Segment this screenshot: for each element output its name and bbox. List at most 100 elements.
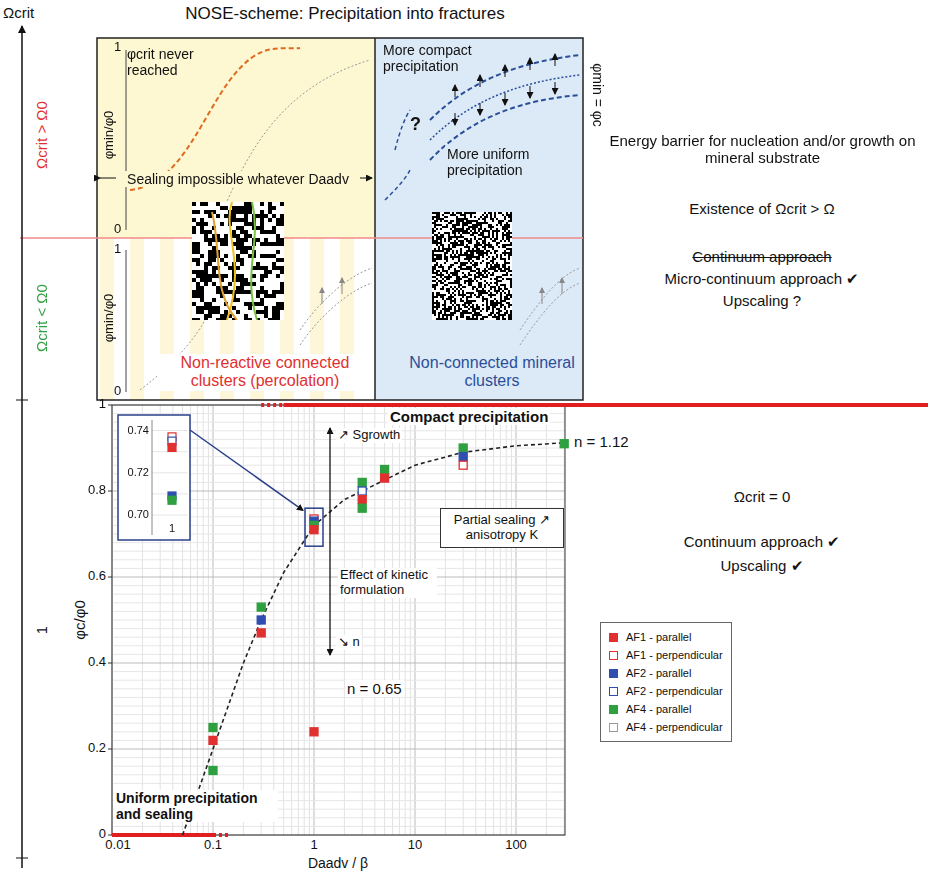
figure-stroke: [108, 405, 112, 406]
legend-row: AF1 - perpendicular: [609, 646, 723, 664]
inset-frame: [118, 415, 190, 540]
legend-text: AF4 - perpendicular: [626, 718, 723, 736]
panel-fill: [375, 38, 583, 238]
text-label: 0: [114, 384, 121, 399]
text-label: Upscaling ✔: [720, 557, 803, 574]
data-point: [168, 443, 176, 451]
legend-swatch: [609, 687, 618, 696]
figure-stroke: [112, 559, 565, 560]
figure-stroke: [530, 58, 531, 70]
legend-row: AF1 - parallel: [609, 628, 723, 646]
data-point: [459, 461, 467, 469]
figure-stroke: [108, 491, 112, 492]
tick-label: 1: [99, 397, 106, 412]
text-label: Uniform precipitation and sealing: [114, 790, 278, 822]
figure-stroke: [112, 654, 565, 655]
legend-text: AF2 - parallel: [626, 664, 691, 682]
tick-label: 0: [99, 827, 106, 842]
legend-text: AF1 - perpendicular: [626, 646, 723, 664]
figure-stroke: [112, 602, 565, 603]
text-label: n = 1.12: [572, 433, 631, 450]
figure-stroke: [374, 38, 376, 400]
data-point: [310, 526, 318, 534]
figure-stroke: [112, 697, 565, 698]
zoom-arrow: [190, 430, 303, 510]
data-point: [459, 444, 467, 452]
data-point: [209, 724, 217, 732]
data-point: [358, 478, 366, 486]
text-label: 1: [114, 242, 121, 257]
figure-stroke: [112, 783, 565, 784]
text-label: φmin/φ0: [102, 111, 117, 160]
text-label: Compact precipitation: [388, 408, 550, 425]
data-point: [257, 629, 265, 637]
figure-stroke: [112, 628, 565, 629]
figure-stroke: [112, 551, 565, 552]
tick-label: 0.74: [128, 424, 149, 437]
legend-swatch: [609, 633, 618, 642]
figure-stroke: [112, 688, 565, 689]
data-point: [560, 440, 568, 448]
text-label: ↘ n: [336, 635, 362, 650]
figure-title: NOSE-scheme: Precipitation into fracture…: [185, 4, 504, 24]
data-point: [257, 603, 265, 611]
figure-stroke: [108, 577, 112, 578]
figure-stroke: [112, 620, 565, 621]
plot-frame: [112, 405, 565, 835]
text-label: Upscaling ?: [723, 292, 801, 309]
tick-label: 1: [310, 838, 317, 853]
figure-stroke: [112, 671, 565, 672]
text-label: φmin/φ0: [102, 294, 117, 343]
legend-row: AF2 - perpendicular: [609, 682, 723, 700]
text-label: φcrit never reached: [127, 46, 227, 78]
legend-swatch: [609, 669, 618, 678]
legend-swatch: [609, 651, 618, 660]
figure-stroke: [322, 288, 323, 304]
figure-stroke: [112, 749, 565, 750]
figure-stroke: [152, 515, 188, 516]
data-point: [257, 616, 265, 624]
data-point: [358, 487, 366, 495]
panel: More compact precipitation?More uniform …: [375, 38, 583, 238]
data-point: [381, 466, 389, 474]
figure-stroke: [112, 680, 565, 681]
figure-stroke: [520, 283, 580, 345]
legend-text: AF2 - perpendicular: [626, 682, 723, 700]
figure-stroke: [530, 86, 531, 98]
figure-stroke: [112, 757, 565, 758]
figure-stroke: [261, 403, 283, 407]
legend-text: AF1 - parallel: [626, 628, 691, 646]
tick-label: 0.1: [204, 838, 222, 853]
data-point: [209, 767, 217, 775]
figure-stroke: [300, 268, 372, 330]
text-label: Ωcrit = 0: [734, 488, 791, 505]
legend-text: AF4 - parallel: [626, 700, 691, 718]
figure-stroke: [112, 774, 565, 775]
tick-label: 100: [505, 838, 527, 853]
figure-stroke: [385, 170, 410, 200]
figure-stroke: [562, 278, 563, 294]
panel: Non-reactive connected clusters (percola…: [97, 238, 375, 400]
legend-row: AF4 - parallel: [609, 700, 723, 718]
figure-stroke: [112, 731, 565, 732]
text-label: n = 0.65: [345, 680, 404, 697]
panel-frame: [97, 38, 583, 400]
noise-image: [432, 212, 512, 320]
data-point: [358, 504, 366, 512]
figure-stroke: [555, 82, 556, 94]
tick-label: 0.01: [105, 838, 130, 853]
text-label: Partial sealing ↗ anisotropy K: [447, 513, 557, 543]
figure-stroke: [430, 75, 580, 140]
tick-label: 0.2: [88, 741, 106, 756]
axis-region: Ωcrit < Ω0: [33, 284, 50, 352]
figure-stroke: [108, 749, 112, 750]
panel-stripe: [130, 238, 144, 400]
figure-stroke: [152, 430, 188, 431]
note-box: Partial sealing ↗ anisotropy K: [440, 508, 564, 548]
effect-arrow: [329, 428, 330, 580]
figure-stroke: [542, 288, 543, 304]
figure-stroke: [112, 740, 565, 741]
tick-label: 0.4: [88, 655, 106, 670]
zoom-box: [305, 508, 323, 546]
